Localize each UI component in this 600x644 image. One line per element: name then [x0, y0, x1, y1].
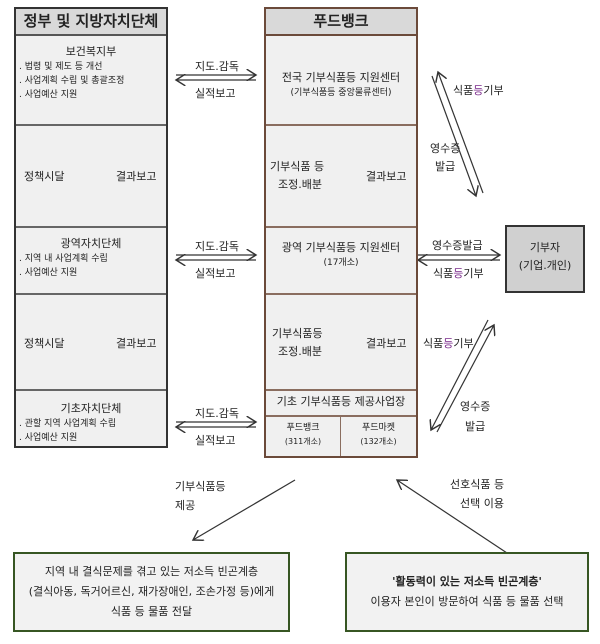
- receipt-label: 발급: [435, 160, 456, 173]
- national-center-name: 전국 기부식품등 지원센터: [281, 71, 401, 84]
- basic-gov-item: . 사업예산 지원: [19, 433, 78, 443]
- ministry-item: . 사업계획 수립 및 총괄조정: [19, 76, 125, 86]
- regional-center-name: 광역 기부식품등 지원센터: [281, 241, 401, 254]
- foodbank-unit-name: 푸드뱅크: [286, 423, 320, 433]
- report-up-label: 결과보고: [366, 170, 407, 183]
- report-up-label: 결과보고: [116, 337, 157, 350]
- national-center-sub: (기부식품등 중앙물류센터): [290, 88, 392, 98]
- regional-gov-item: . 지역 내 사업계획 수립: [19, 254, 108, 264]
- policy-flow-1: 정책시달 결과보고: [16, 126, 166, 228]
- report-up-label: 결과보고: [366, 337, 407, 350]
- basic-gov-name: 기초자치단체: [60, 402, 122, 415]
- donation-label: 식품등기부: [423, 337, 474, 350]
- receipt-label: 발급: [465, 420, 486, 433]
- basic-gov-item: . 관할 지역 사업계획 수립: [19, 419, 117, 429]
- ministry-item: . 법령 및 제도 등 개선: [19, 62, 103, 72]
- donor-name: 기부자: [529, 241, 561, 254]
- foodbank-title: 푸드뱅크: [266, 9, 416, 36]
- foodbank-column: 푸드뱅크 전국 기부식품등 지원센터 (기부식품등 중앙물류센터) 기부식품 등…: [264, 7, 418, 458]
- donor-sub: (기업.개인): [518, 259, 572, 272]
- receipt-label: 영수증발급: [432, 239, 483, 252]
- policy-down-label: 정책시달: [24, 170, 65, 183]
- regional-gov-item: . 사업예산 지원: [19, 268, 78, 278]
- policy-flow-2: 정책시달 결과보고: [16, 295, 166, 391]
- supervision-label: 지도.감독: [195, 407, 239, 420]
- receipt-label: 영수증: [430, 142, 461, 155]
- recipient-text: (결식아동, 독거어르신, 재가장애인, 조손가정 등)에게: [28, 585, 275, 598]
- donation-label: 식품등기부: [453, 84, 504, 97]
- recipient-text: 식품 등 물품 전달: [110, 605, 193, 618]
- regional-center-count: (17개소): [323, 258, 359, 268]
- donation-label: 식품등기부: [433, 267, 484, 280]
- foodbank-unit-count: (311개소): [284, 437, 322, 446]
- foodbank-unit: 푸드뱅크 (311개소): [266, 417, 341, 456]
- basic-provider-title: 기초 기부식품등 제공사업장: [266, 391, 416, 417]
- distribution-label: 기부식품 등: [270, 160, 325, 173]
- national-center-section: 전국 기부식품등 지원센터 (기부식품등 중앙물류센터): [266, 36, 416, 126]
- distribution-label: 조정.배분: [278, 345, 322, 358]
- supervision-label: 지도.감독: [195, 240, 239, 253]
- report-up-label: 결과보고: [116, 170, 157, 183]
- ministry-name: 보건복지부: [65, 45, 117, 58]
- choose-label: 선호식품 등: [450, 478, 505, 491]
- ministry-section: 보건복지부 . 법령 및 제도 등 개선 . 사업계획 수립 및 총괄조정 . …: [16, 36, 166, 126]
- provide-label: 제공: [175, 499, 196, 512]
- regional-gov-name: 광역자치단체: [60, 237, 122, 250]
- ministry-item: . 사업예산 지원: [19, 90, 78, 100]
- recipient-text: 지역 내 결식문제를 겪고 있는 저소득 빈곤계층: [44, 565, 259, 578]
- donor-box: 기부자 (기업.개인): [505, 225, 585, 293]
- provide-label: 기부식품등: [175, 480, 226, 493]
- performance-report-label: 실적보고: [195, 87, 236, 100]
- foodmarket-unit-name: 푸드마켓: [361, 423, 396, 433]
- choose-label: 선택 이용: [460, 497, 504, 510]
- performance-report-label: 실적보고: [195, 267, 236, 280]
- policy-down-label: 정책시달: [24, 337, 65, 350]
- distribution-flow-2: 기부식품등 조정.배분 결과보고: [266, 295, 416, 391]
- recipient-text: 이용자 본인이 방문하여 식품 등 물품 선택: [370, 595, 564, 608]
- recipient-delivery-box: 지역 내 결식문제를 겪고 있는 저소득 빈곤계층 (결식아동, 독거어르신, …: [13, 552, 290, 632]
- foodmarket-unit: 푸드마켓 (132개소): [341, 417, 416, 456]
- regional-gov-section: 광역자치단체 . 지역 내 사업계획 수립 . 사업예산 지원: [16, 228, 166, 295]
- recipient-title: '활동력이 있는 저소득 빈곤계층': [392, 575, 542, 588]
- receipt-label: 영수증: [460, 400, 491, 413]
- foodmarket-unit-count: (132개소): [360, 437, 397, 446]
- distribution-flow-1: 기부식품 등 조정.배분 결과보고: [266, 126, 416, 228]
- distribution-label: 기부식품등: [272, 327, 323, 340]
- basic-gov-section: 기초자치단체 . 관할 지역 사업계획 수립 . 사업예산 지원: [16, 391, 166, 446]
- government-column: 정부 및 지방자치단체 보건복지부 . 법령 및 제도 등 개선 . 사업계획 …: [14, 7, 168, 448]
- regional-center-section: 광역 기부식품등 지원센터 (17개소): [266, 228, 416, 295]
- government-title: 정부 및 지방자치단체: [16, 9, 166, 36]
- supervision-label: 지도.감독: [195, 60, 239, 73]
- recipient-selection-box: '활동력이 있는 저소득 빈곤계층' 이용자 본인이 방문하여 식품 등 물품 …: [345, 552, 589, 632]
- performance-report-label: 실적보고: [195, 434, 236, 447]
- distribution-label: 조정.배분: [278, 178, 322, 191]
